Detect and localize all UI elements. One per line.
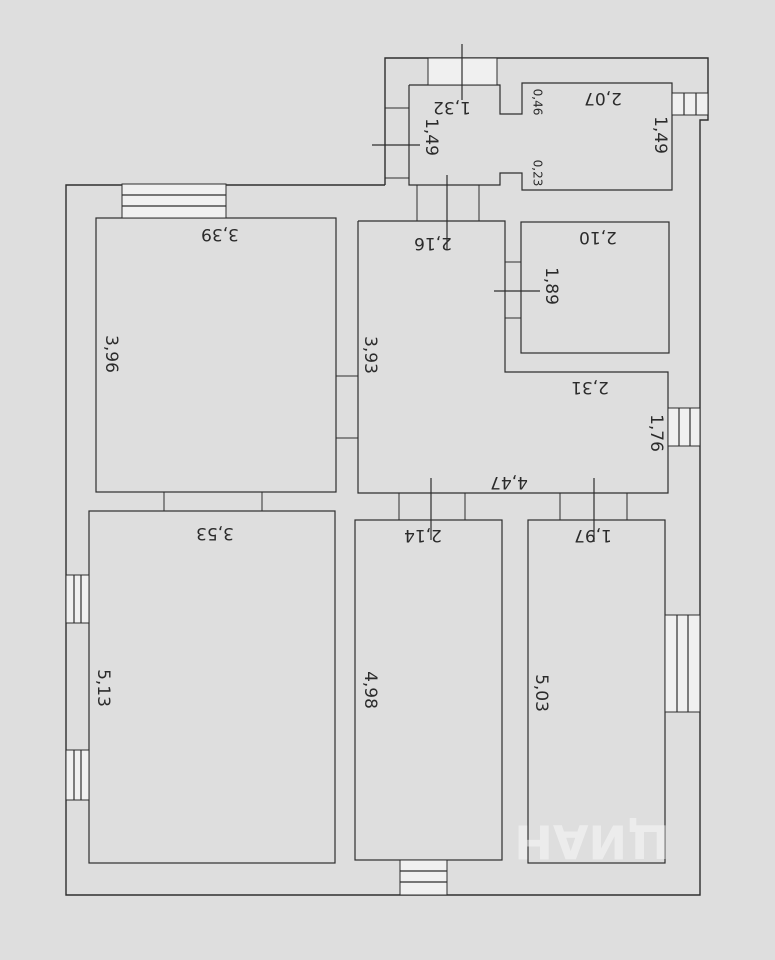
room-top-left [95,217,337,493]
window-top-left [121,183,227,219]
window-storeroom-right [671,92,709,116]
door-top-left-to-bottom-left [163,491,263,512]
vestibule-jamb-top-label: 0,46 [531,89,545,116]
room-bottom-middle-depth-label: 4,98 [360,671,380,709]
window-bottom [399,859,448,896]
bath-depth-label: 1,89 [541,267,561,305]
vestibule-inner-wall [408,82,673,191]
room-bottom-left-depth-label: 5,13 [93,669,113,707]
window-hall-right [667,407,701,447]
hall-width-top-label: 2,16 [414,233,452,253]
hall-depth-label: 3,93 [360,336,380,374]
window-left-lower [65,749,90,801]
hall-width-mid-label: 2,31 [571,377,609,397]
hall-depth-right-label: 1,76 [646,414,666,452]
bath-width-label: 2,10 [579,227,617,247]
window-left-upper [65,574,90,624]
vestibule-width-label: 1,32 [433,97,471,117]
room-top-left-width-label: 3,39 [201,224,239,244]
door-top-left-to-hall [335,375,359,439]
room-bottom-left [88,510,336,864]
room-bottom-right-depth-label: 5,03 [531,674,551,712]
room-bottom-left-width-label: 3,53 [196,523,234,543]
room-bottom-right-width-label: 1,97 [574,525,612,545]
door-vestibule-to-hall [416,184,480,222]
room-top-left-depth-label: 3,96 [101,335,121,373]
door-hall-to-middle [398,492,466,521]
room-bottom-middle-width-label: 2,14 [404,525,442,545]
window-right-lower [664,614,701,713]
watermark: ЦИАН [514,815,669,869]
vestibule-depth-label: 1,49 [421,118,441,156]
hall-width-bottom-label: 4,47 [490,472,528,492]
storeroom-depth-label: 1,49 [650,116,670,154]
storeroom-width-label: 2,07 [584,88,622,108]
door-hall-to-bath [504,261,522,319]
hall [357,220,669,494]
vestibule-jamb-bottom-label: 0,23 [531,160,545,187]
door-vestibule-left [384,107,410,179]
